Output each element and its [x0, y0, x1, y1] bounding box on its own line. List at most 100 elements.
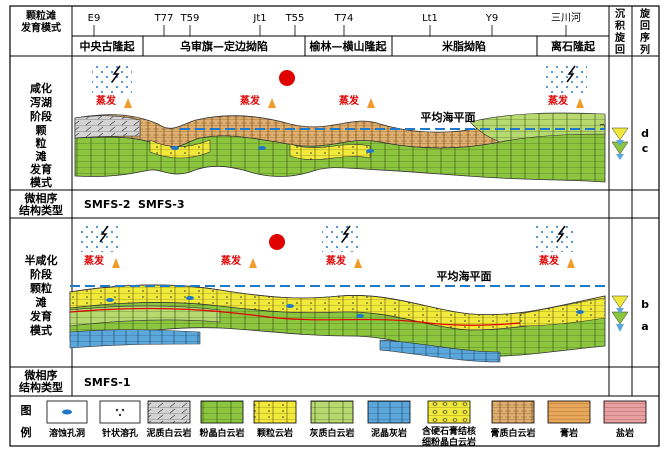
lower-rain-symbols	[80, 224, 576, 252]
lower-cycle-symbols: b a	[611, 295, 649, 333]
svg-text:颗: 颗	[36, 124, 47, 137]
evap-label: 蒸发	[96, 94, 117, 107]
evap-label: 蒸发	[548, 94, 569, 107]
legend-swatch	[200, 400, 244, 424]
upper-strata	[74, 112, 606, 183]
legend-label: 溶蚀孔洞	[49, 427, 85, 439]
header-col1-line1: 颗粒滩	[26, 9, 56, 22]
svg-text:模式: 模式	[30, 175, 52, 189]
lightning-icon	[341, 225, 351, 243]
legend-label: 细粉晶白云岩	[422, 436, 476, 448]
lightning-icon	[566, 65, 576, 83]
legend-label: 膏质白云岩	[490, 427, 535, 439]
evap-arrow-icon	[124, 98, 132, 108]
well-label: E9	[88, 13, 101, 24]
lower-stage-label: 半咸化 阶段 颗粒 滩 发育 模式	[25, 253, 58, 337]
svg-text:粒: 粒	[36, 136, 47, 150]
evap-arrow-icon	[354, 258, 362, 268]
legend-label: 颗粒云岩	[257, 427, 293, 439]
svg-text:模式: 模式	[30, 323, 52, 337]
evap-arrow-icon	[268, 98, 276, 108]
svg-text:颗粒: 颗粒	[30, 281, 52, 295]
evap-label: 蒸发	[221, 254, 242, 267]
legend-label: 泥质白云岩	[146, 427, 191, 439]
svg-text:滩: 滩	[36, 149, 47, 163]
svg-text:半咸化: 半咸化	[25, 253, 58, 267]
well-label: 三川河	[551, 12, 581, 24]
pinhole-icon	[115, 408, 125, 417]
evap-label: 蒸发	[339, 94, 360, 107]
smfs-type: SMFS-1	[84, 376, 131, 389]
evap-label: 蒸发	[539, 254, 560, 267]
micro1-label-line2: 结构类型	[18, 203, 63, 217]
lower-sea-level-label: 平均海平面	[437, 269, 492, 283]
legend-label: 粉晶白云岩	[199, 427, 244, 439]
lightning-icon	[99, 225, 109, 243]
evap-arrow-icon	[567, 258, 575, 268]
micro1-label-line1: 微相序	[24, 191, 58, 205]
svg-text:旋: 旋	[639, 7, 651, 20]
outer-frame	[9, 5, 660, 447]
micro2-label-line2: 结构类型	[18, 380, 63, 394]
evap-arrow-icon	[112, 258, 120, 268]
evap-arrow-icon	[249, 258, 257, 268]
header-sedimentary-cycle: 沉 积 旋 回	[614, 7, 626, 56]
cycle-label: b	[641, 298, 649, 311]
evap-label: 蒸发	[326, 254, 347, 267]
micro2-label-line1: 微相序	[24, 368, 58, 382]
cycle-label: c	[642, 142, 649, 155]
upper-stage-label: 咸化 泻湖 阶段 颗 粒 滩 发育 模式	[29, 81, 52, 189]
lightning-icon	[556, 225, 566, 243]
legend-swatch	[99, 400, 141, 424]
lower-evaporation-labels: 蒸发 蒸发 蒸发 蒸发	[84, 254, 575, 268]
well-labels: E9 T77 T59 Jt1 T55 T74 Lt1 Y9 三川河	[88, 12, 581, 24]
upper-rain-symbols	[92, 64, 587, 94]
legend-swatch	[547, 400, 591, 424]
well-ticks	[93, 25, 567, 36]
legend-swatch	[427, 400, 471, 424]
legend-swatch	[253, 400, 297, 424]
legend-swatch	[603, 400, 647, 424]
evap-label: 蒸发	[240, 94, 261, 107]
cycle-label: a	[641, 320, 648, 333]
well-label: Jt1	[252, 13, 266, 24]
svg-text:泻湖: 泻湖	[30, 95, 52, 109]
lower-strata	[69, 284, 606, 363]
legend-swatch	[367, 400, 411, 424]
svg-text:序: 序	[640, 31, 650, 44]
legend-title-line1: 图	[21, 404, 32, 417]
svg-text:阶段: 阶段	[30, 109, 52, 123]
legend-swatch	[491, 400, 535, 424]
legend-title-line2: 例	[21, 425, 32, 439]
upper-cycle-symbols: d c	[611, 127, 649, 160]
legend-label: 膏岩	[560, 427, 578, 439]
evap-arrow-icon	[367, 98, 375, 108]
legend: 图 例 溶蚀孔洞 针状溶孔 泥质白云岩 粉晶白云岩 颗粒云岩 灰质白云岩 泥晶灰…	[21, 400, 647, 448]
svg-text:回: 回	[640, 20, 650, 32]
well-label: T77	[154, 13, 174, 24]
evap-label: 蒸发	[84, 254, 105, 267]
svg-text:积: 积	[615, 19, 625, 32]
lightning-icon	[111, 65, 121, 83]
well-label: T59	[180, 13, 200, 24]
smfs-type: SMFS-2	[84, 198, 131, 211]
legend-label: 针状溶孔	[102, 427, 138, 439]
legend-label: 盐岩	[616, 427, 634, 439]
svg-text:列: 列	[640, 43, 650, 56]
svg-text:发育: 发育	[29, 309, 52, 323]
svg-text:旋: 旋	[614, 31, 626, 44]
sun-icon	[279, 70, 295, 86]
legend-label: 含硬石膏结核	[421, 425, 476, 437]
legend-swatch	[310, 400, 354, 424]
svg-text:阶段: 阶段	[30, 267, 52, 281]
zone-label: 离石隆起	[551, 39, 596, 53]
vug-icon	[62, 409, 72, 415]
zone-label: 榆林—横山隆起	[310, 39, 388, 53]
header-col1-line2: 发育模式	[20, 21, 61, 34]
svg-text:沉: 沉	[615, 7, 625, 20]
legend-label: 灰质白云岩	[309, 427, 354, 439]
legend-label: 泥晶灰岩	[371, 427, 407, 439]
cycle-label: d	[641, 127, 649, 140]
